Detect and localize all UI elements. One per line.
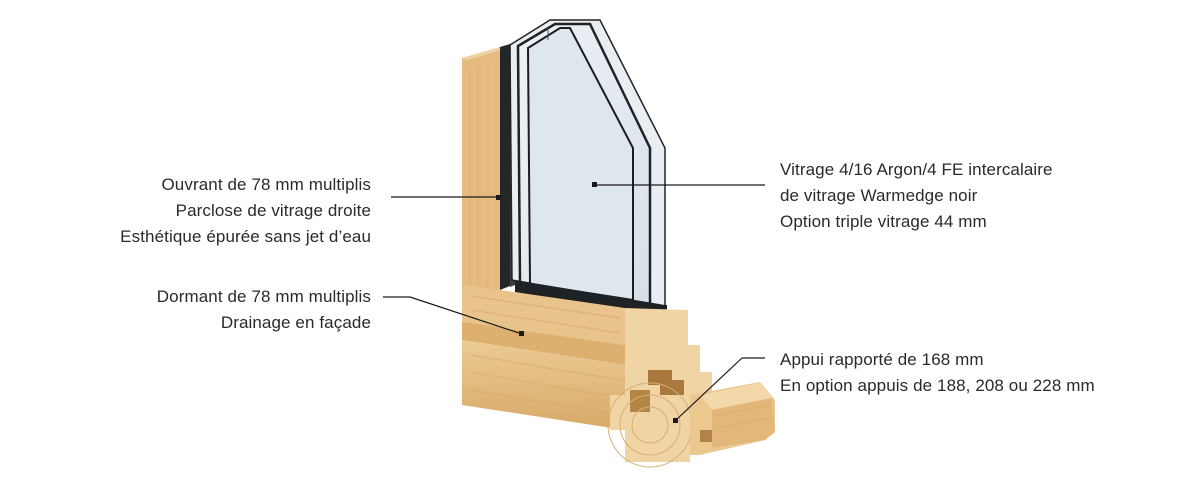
sill-appui [690, 382, 775, 455]
callout-dormant-line-2: Drainage en façade [220, 313, 371, 332]
callout-vitrage-line-1: Vitrage 4/16 Argon/4 FE intercalaire [780, 160, 1053, 179]
callout-dormant: Dormant de 78 mm multiplis Drainage en f… [157, 284, 371, 336]
callout-appui: Appui rapporté de 168 mm En option appui… [780, 347, 1095, 399]
profile-section [607, 308, 712, 468]
callout-dormant-line-1: Dormant de 78 mm multiplis [156, 287, 371, 306]
frame-bottom-rail [462, 340, 625, 430]
callout-ouvrant-line-2: Parclose de vitrage droite [175, 201, 371, 220]
callout-appui-line-1: Appui rapporté de 168 mm [780, 350, 984, 369]
callout-vitrage: Vitrage 4/16 Argon/4 FE intercalaire de … [780, 157, 1053, 235]
callout-vitrage-line-2: de vitrage Warmedge noir [780, 186, 978, 205]
sash-bottom-rail [462, 285, 625, 365]
leader-lines [383, 182, 765, 423]
callout-appui-line-2: En option appuis de 188, 208 ou 228 mm [780, 376, 1095, 395]
callout-ouvrant-line-3: Esthétique épurée sans jet d’eau [120, 227, 371, 246]
callout-ouvrant: Ouvrant de 78 mm multiplis Parclose de v… [120, 172, 371, 250]
callout-vitrage-line-3: Option triple vitrage 44 mm [780, 212, 987, 231]
glazing-panes [509, 19, 666, 311]
callout-ouvrant-line-1: Ouvrant de 78 mm multiplis [161, 175, 371, 194]
